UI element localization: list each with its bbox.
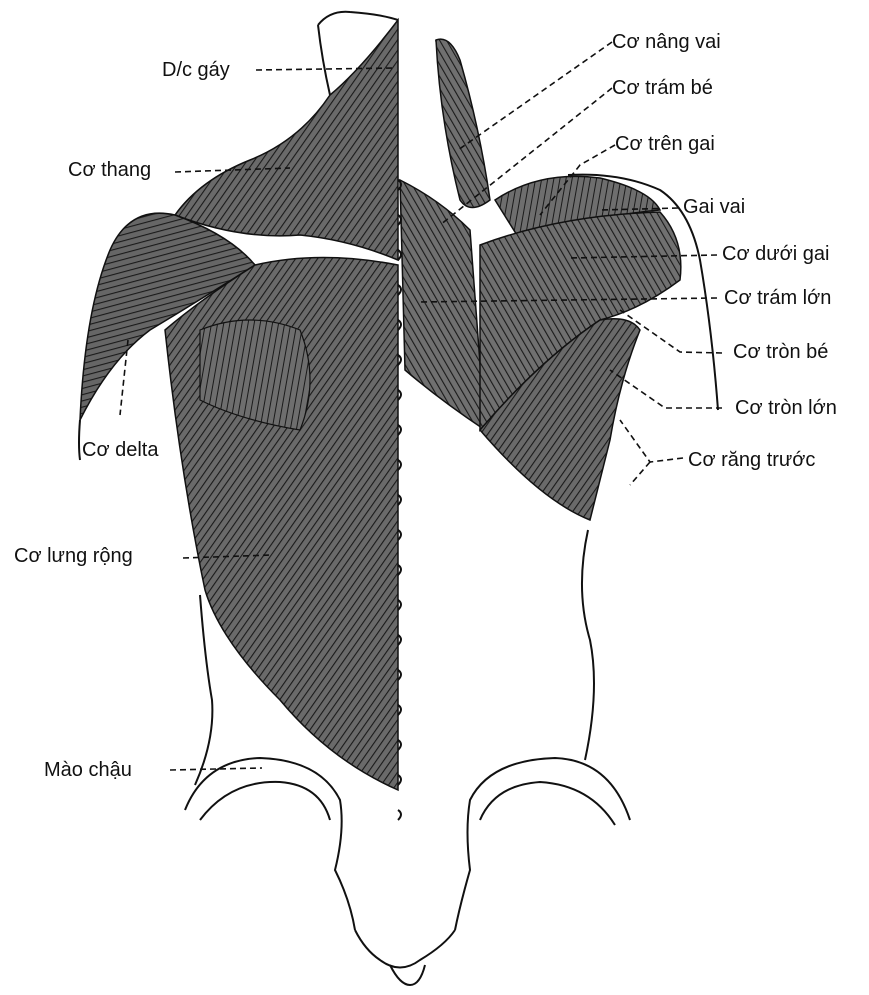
label-co-tram-be: Cơ trám bé <box>612 78 713 98</box>
label-co-delta: Cơ delta <box>82 440 158 460</box>
levator-scapulae-right <box>436 39 490 207</box>
pelvis-outline <box>185 758 630 985</box>
label-co-tron-lon: Cơ tròn lớn <box>735 398 837 418</box>
label-co-rang-truoc: Cơ răng trước <box>688 450 815 470</box>
rhomboid-right <box>400 180 485 430</box>
label-dc-gay: D/c gáy <box>162 60 230 80</box>
label-co-lung-rong: Cơ lưng rộng <box>14 546 133 566</box>
label-co-tram-lon: Cơ trám lớn <box>724 288 831 308</box>
label-gai-vai: Gai vai <box>683 197 745 217</box>
label-co-tren-gai: Cơ trên gai <box>615 134 715 154</box>
label-co-duoi-gai: Cơ dưới gai <box>722 244 829 264</box>
label-co-thang: Cơ thang <box>68 160 151 180</box>
label-co-tron-be: Cơ tròn bé <box>733 342 828 362</box>
trapezius-left <box>175 20 398 260</box>
label-co-nang-vai: Cơ nâng vai <box>612 32 721 52</box>
label-mao-chau: Mào chậu <box>44 760 132 780</box>
